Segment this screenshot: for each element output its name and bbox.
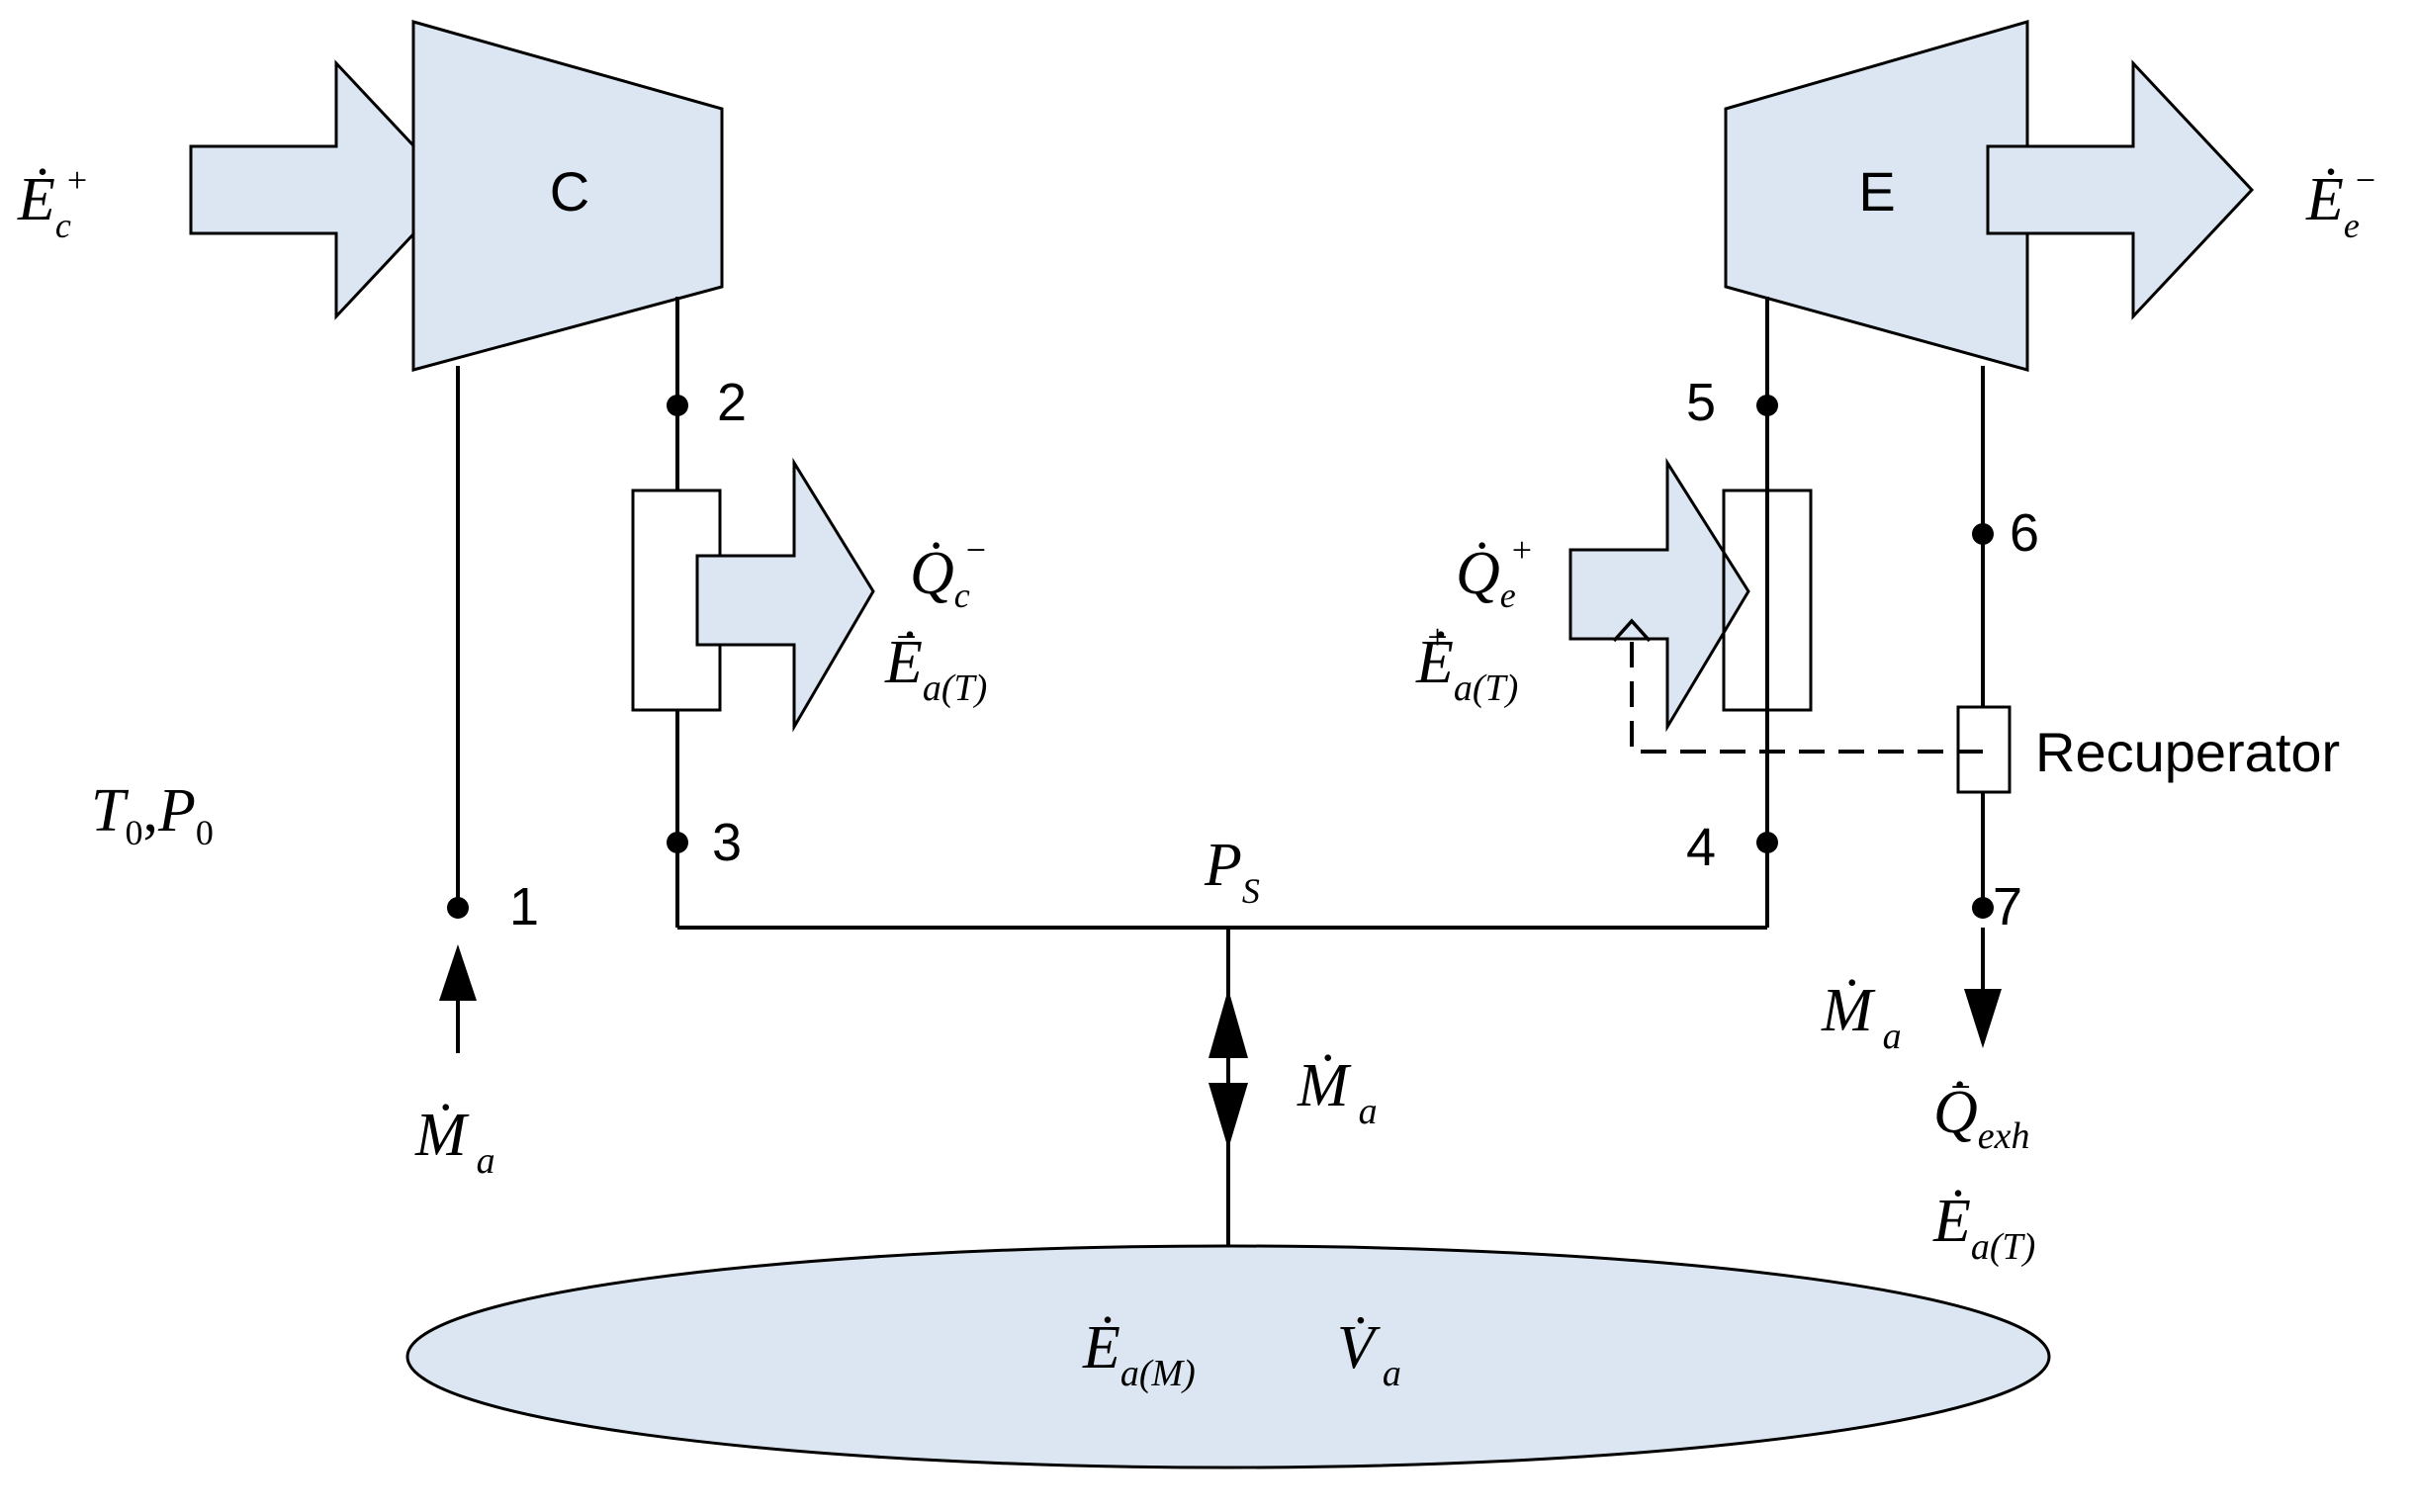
inlet-arrowhead xyxy=(439,944,477,1001)
intercooler xyxy=(631,457,875,733)
node-points xyxy=(447,395,1994,919)
node-1-label: 1 xyxy=(509,877,539,936)
storage-arrow-down xyxy=(1208,1083,1248,1149)
recuperator-label: Recuperator xyxy=(2035,721,2340,783)
reheater xyxy=(1568,457,1813,733)
storage-cavern xyxy=(405,1244,2051,1469)
node-6-dot xyxy=(1972,523,1994,545)
node-3-dot xyxy=(667,832,688,853)
storage-volume-flow-label: V̇a xyxy=(1337,1314,1401,1394)
expander-body xyxy=(1724,20,2029,372)
node-5-dot xyxy=(1756,395,1778,416)
expander-work-label: Ėe− xyxy=(2305,160,2375,245)
storage-pressure-label: PS xyxy=(1204,832,1260,911)
outlet-arrowhead xyxy=(1964,989,2002,1048)
flow-arrows xyxy=(439,928,2002,1149)
reheater-box xyxy=(1722,489,1813,712)
node-4-label: 4 xyxy=(1686,818,1716,877)
heat-out-arrow xyxy=(695,457,875,733)
node-7-dot xyxy=(1972,897,1994,919)
exhaust-thermal-exergy-label: Ėa(T) xyxy=(1932,1188,2035,1268)
node-2-dot xyxy=(667,395,688,416)
node-2-label: 2 xyxy=(717,373,747,432)
node-labels: 1 2 3 4 5 6 7 xyxy=(509,373,2039,936)
recuperator: Recuperator xyxy=(1612,618,2340,794)
expander-thermal-exergy-label: Ėa(T)+ xyxy=(1415,617,1518,709)
recuperator-link-tip xyxy=(1612,618,1652,643)
node-7-label: 7 xyxy=(1993,877,2022,936)
exhaust-heat-label: Q̇exh− xyxy=(1933,1067,2030,1157)
expander-heat-label: Q̇e+ xyxy=(1456,530,1532,615)
node-1-dot xyxy=(447,897,469,919)
math-labels: Ėc+ Ėe− Q̇c− Ėa(T)− Q̇e+ Ėa(T)+ T0,P0 PS… xyxy=(17,160,2375,1394)
node-6-label: 6 xyxy=(2010,503,2039,563)
storage-arrow-up xyxy=(1208,989,1248,1058)
node-5-label: 5 xyxy=(1686,373,1716,432)
expander-output-arrow xyxy=(1986,59,2255,320)
expander-block: E xyxy=(1724,20,2255,372)
node-4-dot xyxy=(1756,832,1778,853)
compressor-label: C xyxy=(550,160,589,222)
ambient-conditions-label: T0,P0 xyxy=(91,777,214,852)
expander-label: E xyxy=(1858,160,1895,222)
flow-lines xyxy=(456,297,1985,1251)
compressor-work-label: Ėc+ xyxy=(17,160,87,245)
compressor-thermal-exergy-label: Ėa(T)− xyxy=(884,617,987,709)
heat-in-arrow xyxy=(1568,457,1750,733)
node-3-label: 3 xyxy=(712,813,742,872)
compressor-body xyxy=(411,20,724,372)
storage-mechanical-exergy-label: Ėa(M) xyxy=(1082,1314,1196,1394)
compressor-heat-label: Q̇c− xyxy=(910,530,986,615)
compressor-input-arrow xyxy=(189,59,458,320)
compressor-block: C xyxy=(189,20,724,372)
